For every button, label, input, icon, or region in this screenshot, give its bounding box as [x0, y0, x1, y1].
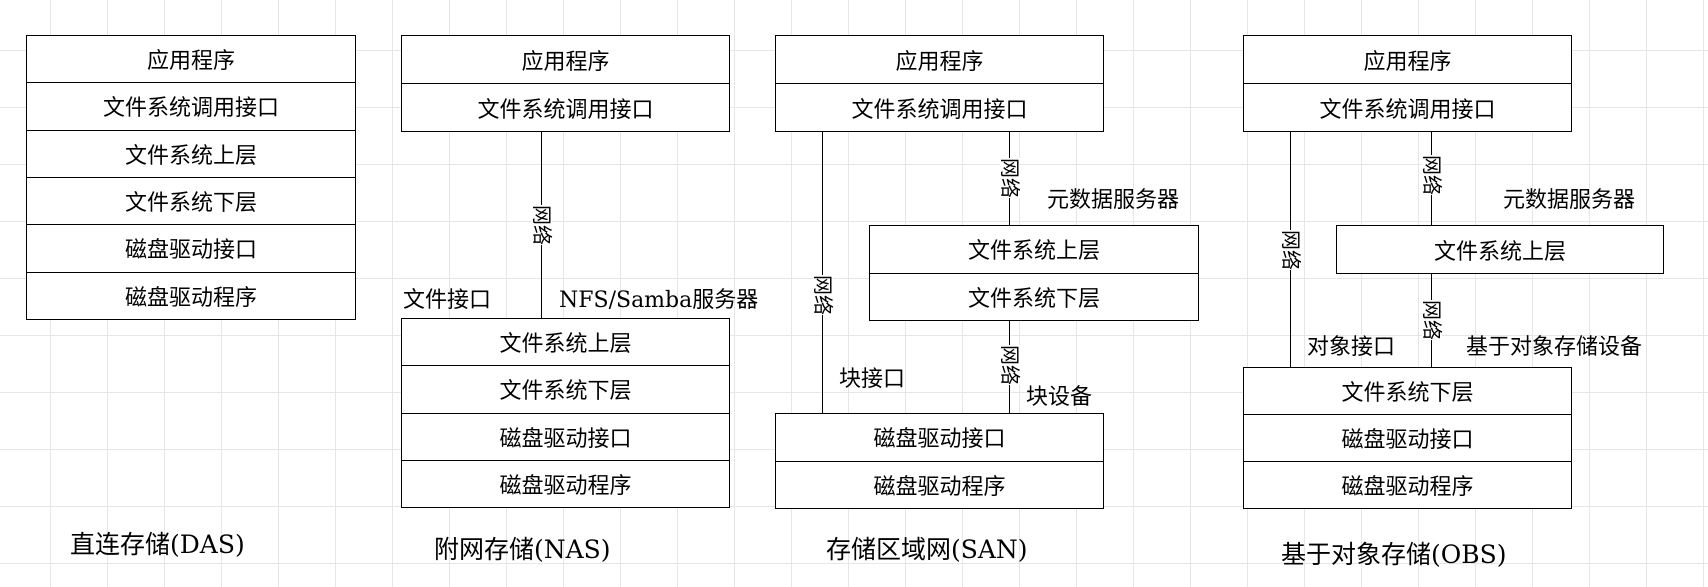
das-layer: 文件系统上层: [27, 131, 355, 178]
obs-client-layer: 文件系统调用接口: [1319, 97, 1496, 123]
nas-client-layer: 应用程序: [402, 36, 729, 84]
san-device-stack: 磁盘驱动接口 磁盘驱动程序: [775, 413, 1104, 509]
nas-file-interface-label: 文件接口: [403, 288, 492, 313]
obs-device-stack: 文件系统下层 磁盘驱动接口 磁盘驱动程序: [1243, 367, 1572, 509]
san-metadata-stack: 文件系统上层 文件系统下层: [869, 225, 1199, 321]
obs-metadata-stack: 文件系统上层: [1336, 225, 1664, 274]
obs-caption: 基于对象存储(OBS): [1281, 540, 1507, 569]
san-meta-network-label: 网络: [998, 158, 1022, 198]
san-data-network-link: [822, 132, 823, 414]
obs-data-network-label: 网络: [1279, 230, 1303, 270]
nas-network-label: 网络: [530, 205, 554, 245]
nas-caption: 附网存储(NAS): [434, 535, 611, 564]
das-layer: 磁盘驱动程序: [124, 285, 257, 311]
obs-client-layer: 应用程序: [1244, 36, 1571, 84]
das-layer: 文件系统下层: [27, 178, 355, 226]
obs-device-layer: 磁盘驱动程序: [1341, 475, 1474, 500]
san-client-layer: 应用程序: [776, 36, 1103, 84]
obs-device-layer: 文件系统下层: [1244, 368, 1571, 415]
san-metadata-layer: 文件系统上层: [870, 226, 1198, 274]
nas-server-label: NFS/Samba服务器: [559, 288, 759, 313]
nas-client-stack: 应用程序 文件系统调用接口: [401, 35, 730, 132]
obs-object-network-label: 网络: [1420, 300, 1444, 340]
obs-client-stack: 应用程序 文件系统调用接口: [1243, 35, 1572, 132]
san-client-layer: 文件系统调用接口: [851, 97, 1028, 123]
san-client-stack: 应用程序 文件系统调用接口: [775, 35, 1104, 132]
obs-metadata-layer: 文件系统上层: [1433, 239, 1566, 265]
nas-server-layer: 文件系统下层: [402, 366, 729, 414]
san-block-network-label: 网络: [998, 345, 1022, 385]
obs-device-layer: 磁盘驱动接口: [1244, 415, 1571, 462]
nas-client-layer: 文件系统调用接口: [477, 97, 654, 123]
san-device-layer: 磁盘驱动接口: [776, 414, 1103, 462]
nas-server-layer: 磁盘驱动程序: [499, 473, 632, 499]
san-device-layer: 磁盘驱动程序: [873, 474, 1006, 500]
san-block-interface-label: 块接口: [839, 367, 906, 392]
obs-device-label: 基于对象存储设备: [1466, 335, 1643, 360]
nas-server-layer: 磁盘驱动接口: [402, 414, 729, 461]
san-data-network-label: 网络: [811, 275, 835, 315]
nas-server-layer: 文件系统上层: [402, 319, 729, 367]
das-stack: 应用程序 文件系统调用接口 文件系统上层 文件系统下层 磁盘驱动接口 磁盘驱动程…: [26, 35, 356, 320]
das-layer: 磁盘驱动接口: [27, 225, 355, 273]
obs-meta-network-label: 网络: [1420, 155, 1444, 195]
san-block-device-label: 块设备: [1026, 385, 1093, 410]
obs-object-interface-label: 对象接口: [1307, 335, 1396, 360]
das-layer: 应用程序: [27, 36, 355, 84]
san-metadata-server-label: 元数据服务器: [1047, 188, 1180, 213]
nas-server-stack: 文件系统上层 文件系统下层 磁盘驱动接口 磁盘驱动程序: [401, 318, 730, 508]
das-caption: 直连存储(DAS): [70, 530, 245, 559]
san-caption: 存储区域网(SAN): [826, 535, 1028, 564]
san-metadata-layer: 文件系统下层: [967, 286, 1100, 312]
das-layer: 文件系统调用接口: [27, 83, 355, 131]
obs-metadata-server-label: 元数据服务器: [1503, 188, 1636, 213]
